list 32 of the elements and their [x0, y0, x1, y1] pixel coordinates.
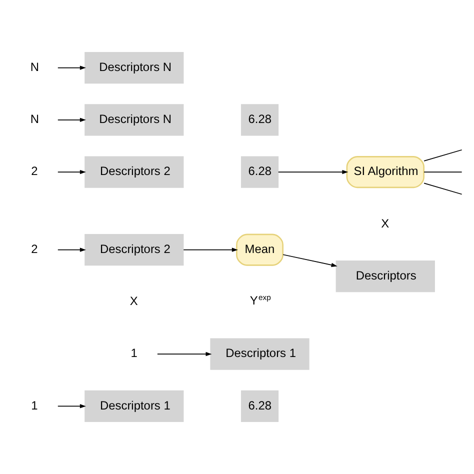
arrow — [278, 170, 348, 174]
label: Y$^{exp}$ — [250, 292, 271, 308]
node-text: 2 — [31, 164, 38, 178]
node-box: 6.28 — [240, 390, 279, 422]
arrow — [57, 404, 86, 408]
connector — [424, 182, 462, 195]
arrow — [57, 66, 86, 70]
node-box: Mean — [236, 234, 284, 266]
node-box: Descriptors 2 — [84, 234, 184, 266]
arrow — [183, 248, 238, 252]
node-box: Descriptors 2 — [84, 156, 184, 188]
node-text: 1 — [130, 346, 138, 360]
node-text: N — [30, 112, 39, 126]
connector — [424, 149, 462, 162]
node-text: 2 — [31, 242, 38, 256]
arrow — [282, 254, 338, 268]
node-box: Descriptors 1 — [210, 338, 310, 370]
node-box: 6.28 — [240, 156, 279, 188]
node-box: 6.28 — [240, 104, 279, 136]
node-text: N — [30, 60, 39, 74]
label: X — [381, 216, 390, 230]
node-box: Descriptors — [336, 260, 435, 292]
arrow — [57, 118, 86, 122]
node-box: Descriptors N — [84, 104, 184, 136]
arrow — [57, 170, 86, 174]
node-box: Descriptors N — [84, 52, 184, 84]
label: X — [130, 294, 138, 308]
arrow — [157, 352, 212, 356]
arrow — [57, 248, 86, 252]
node-box: SI Algorithm — [346, 156, 424, 188]
node-box: Descriptors 1 — [84, 390, 184, 422]
node-text: 1 — [31, 398, 38, 412]
